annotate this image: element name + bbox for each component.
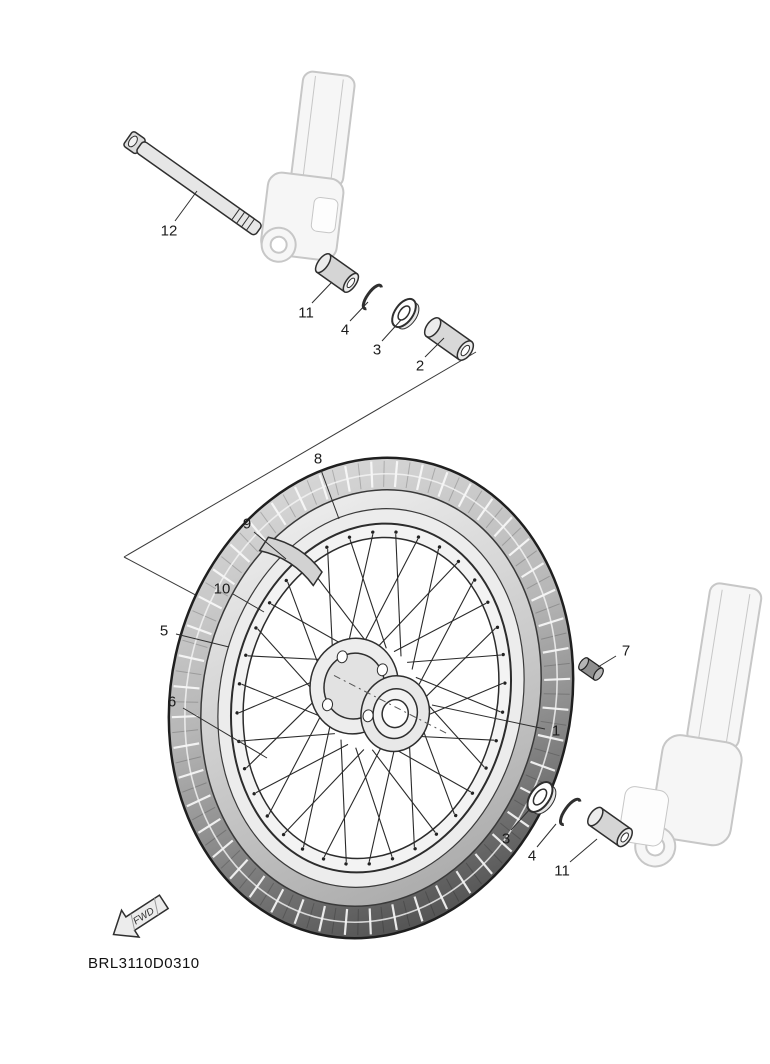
collar-bottom <box>587 806 633 848</box>
bearing-top <box>391 297 420 330</box>
callout-collar-top: 11 <box>298 304 314 322</box>
callout-axle: 12 <box>160 222 178 240</box>
seal-bottom <box>558 797 582 826</box>
front-fork-upper <box>260 70 356 263</box>
fwd-arrow: FWD <box>112 894 170 938</box>
leader-tube <box>175 633 230 648</box>
leader-seal-bottom <box>536 823 557 848</box>
callout-tube: 5 <box>159 622 169 640</box>
axle <box>123 131 262 236</box>
callout-bearing-bottom: 3 <box>501 830 511 848</box>
seal-top <box>361 283 383 311</box>
front-fork-right <box>618 582 763 868</box>
callout-rim: 10 <box>213 580 231 598</box>
callout-bearing-top: 3 <box>372 341 382 359</box>
valve-part <box>578 657 604 681</box>
callout-seal-top: 4 <box>340 321 350 339</box>
leader-bearing-bottom <box>510 808 531 831</box>
leader-valve <box>597 655 617 668</box>
bearing-bottom <box>526 781 557 815</box>
leader-lines <box>174 190 617 863</box>
diagram-code: BRL3110D0310 <box>88 955 200 972</box>
callout-collar-bottom: 11 <box>554 862 570 880</box>
leader-hub <box>431 704 546 730</box>
leader-collar-top <box>311 281 333 304</box>
leader-axle <box>174 190 198 222</box>
leader-spokes <box>182 707 268 759</box>
callout-valve: 7 <box>621 642 631 660</box>
callout-spokes: 6 <box>167 693 177 711</box>
leader-tire <box>320 469 340 520</box>
callout-seal-bottom: 4 <box>527 847 537 865</box>
leader-collar-bottom <box>569 838 598 863</box>
tread-groove <box>184 472 558 924</box>
leader-rim-band <box>253 531 287 560</box>
leader-seal-top <box>349 301 369 322</box>
front-wheel <box>167 456 575 940</box>
hub <box>309 637 447 753</box>
callout-rim-band: 9 <box>242 515 252 533</box>
collar-top <box>314 252 360 294</box>
callout-spacer: 2 <box>415 357 425 375</box>
callout-hub: 1 <box>551 722 561 740</box>
spacer <box>423 317 475 361</box>
leader-spacer <box>424 337 445 358</box>
leader-rim <box>232 593 265 613</box>
leader-bearing-top <box>381 319 402 342</box>
callout-tire: 8 <box>313 450 323 468</box>
